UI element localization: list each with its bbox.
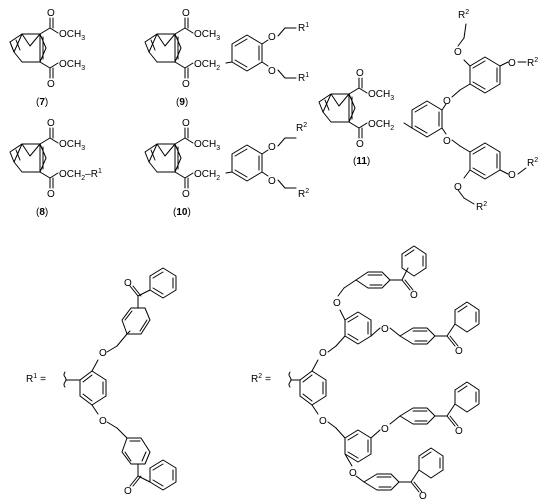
r1-ether-o-lower: O [99, 416, 107, 427]
svg-text:R2: R2 [476, 201, 487, 213]
compound-10-o-bottom: O [182, 189, 190, 200]
compound-10-ether-o-upper: O [268, 142, 276, 153]
compound-11-ether-o-4: O [508, 58, 516, 69]
r1-definition-label: R1= [26, 373, 46, 385]
compound-10-ome: OCH3 [194, 139, 220, 152]
svg-text:R2: R2 [527, 57, 538, 69]
svg-text:OCH2: OCH2 [194, 59, 220, 72]
compound-8-o-bottom: O [47, 189, 55, 200]
svg-text:OCH2: OCH2 [194, 169, 220, 182]
compound-10-caption: (10) [173, 207, 191, 218]
compound-7-o-top: O [47, 8, 55, 19]
svg-text:OCH3: OCH3 [194, 139, 220, 152]
compound-9-och2: OCH2 [194, 59, 220, 72]
compound-8-o-top: O [47, 118, 55, 129]
svg-text:OCH3: OCH3 [368, 89, 394, 102]
r1-ether-o-upper: O [99, 348, 107, 359]
r1-carbonyl-o-upper: O [124, 278, 132, 289]
compound-10-r2-upper: R2 [296, 122, 307, 134]
compound-11-r2-2: R2 [527, 57, 538, 69]
compound-11-ether-o-2: O [443, 136, 451, 147]
svg-text:R2: R2 [296, 122, 307, 134]
r2-carbonyl-o-2: O [455, 346, 463, 357]
compound-9-structure [144, 17, 297, 79]
svg-text:OCH3: OCH3 [194, 29, 220, 42]
svg-text:OCH3: OCH3 [59, 139, 85, 152]
compound-8-ome: OCH3 [59, 139, 85, 152]
compound-7-ome-lower: OCH3 [59, 59, 85, 72]
r1-structure [63, 267, 177, 491]
compound-7-structure [9, 17, 59, 79]
svg-text:R2=: R2= [251, 373, 271, 385]
compound-9-o-bottom: O [182, 79, 190, 90]
svg-text:OCH2–R1: OCH2–R1 [59, 168, 102, 182]
svg-text:R1: R1 [298, 72, 309, 84]
r2-carbonyl-o-3: O [455, 426, 463, 437]
compound-11-o-bottom: O [356, 139, 364, 150]
svg-text:(11): (11) [353, 156, 370, 167]
svg-text:OCH2: OCH2 [368, 119, 394, 132]
r2-ether-o-6: O [349, 468, 357, 479]
r1-carbonyl-o-lower: O [124, 486, 132, 497]
r2-ether-o-2: O [319, 416, 327, 427]
compound-11-ether-o-5: O [508, 170, 516, 181]
compound-7-o-bottom: O [47, 79, 55, 90]
svg-text:OCH3: OCH3 [59, 29, 85, 42]
compound-10-r2-lower: R2 [298, 188, 309, 200]
svg-text:R2: R2 [527, 157, 538, 169]
r2-ether-o-3: O [333, 298, 341, 309]
compound-11-r2-3: R2 [527, 157, 538, 169]
compound-9-ome: OCH3 [194, 29, 220, 42]
compound-8-och2-r1: OCH2–R1 [59, 168, 102, 182]
compound-11-r2-1: R2 [458, 9, 469, 21]
r2-carbonyl-o-4: O [419, 491, 427, 499]
r2-ether-o-1: O [319, 348, 327, 359]
compound-7-caption: (7) [36, 97, 48, 108]
compound-11-structure [318, 23, 527, 205]
svg-text:(7): (7) [36, 97, 48, 108]
compound-11-ether-o-1: O [443, 96, 451, 107]
svg-text:OCH3: OCH3 [59, 59, 85, 72]
r2-ether-o-5: O [381, 424, 389, 435]
r2-carbonyl-o-1: O [410, 290, 418, 301]
r2-ether-o-4: O [381, 324, 389, 335]
compound-9-ether-o-lower: O [268, 66, 276, 77]
compound-11-caption: (11) [353, 156, 370, 167]
compound-10-o-top: O [182, 118, 190, 129]
compound-9-r1-lower: R1 [298, 72, 309, 84]
svg-text:R1: R1 [298, 22, 309, 34]
compound-11-r2-4: R2 [476, 201, 487, 213]
svg-text:R1=: R1= [26, 373, 46, 385]
svg-text:(9): (9) [176, 97, 188, 108]
compound-11-ome: OCH3 [368, 89, 394, 102]
compound-9-caption: (9) [176, 97, 188, 108]
r2-definition-label: R2= [251, 373, 271, 385]
svg-text:R2: R2 [458, 9, 469, 21]
compound-8-caption: (8) [36, 207, 48, 218]
compound-10-och2: OCH2 [194, 169, 220, 182]
compound-11-ether-o-6: O [454, 182, 462, 193]
svg-text:R2: R2 [298, 188, 309, 200]
svg-text:(8): (8) [36, 207, 48, 218]
compound-8-structure [9, 127, 59, 189]
compound-7-ome-upper: OCH3 [59, 29, 85, 42]
compound-9-o-top: O [182, 8, 190, 19]
compound-9-r1-upper: R1 [298, 22, 309, 34]
compound-9-ether-o-upper: O [268, 32, 276, 43]
compound-11-ether-o-3: O [454, 47, 462, 58]
compound-11-o-top: O [356, 68, 364, 79]
compound-11-och2: OCH2 [368, 119, 394, 132]
compound-10-ether-o-lower: O [268, 176, 276, 187]
compound-10-structure [144, 127, 297, 189]
svg-text:(10): (10) [173, 207, 191, 218]
r2-structure [288, 245, 480, 493]
